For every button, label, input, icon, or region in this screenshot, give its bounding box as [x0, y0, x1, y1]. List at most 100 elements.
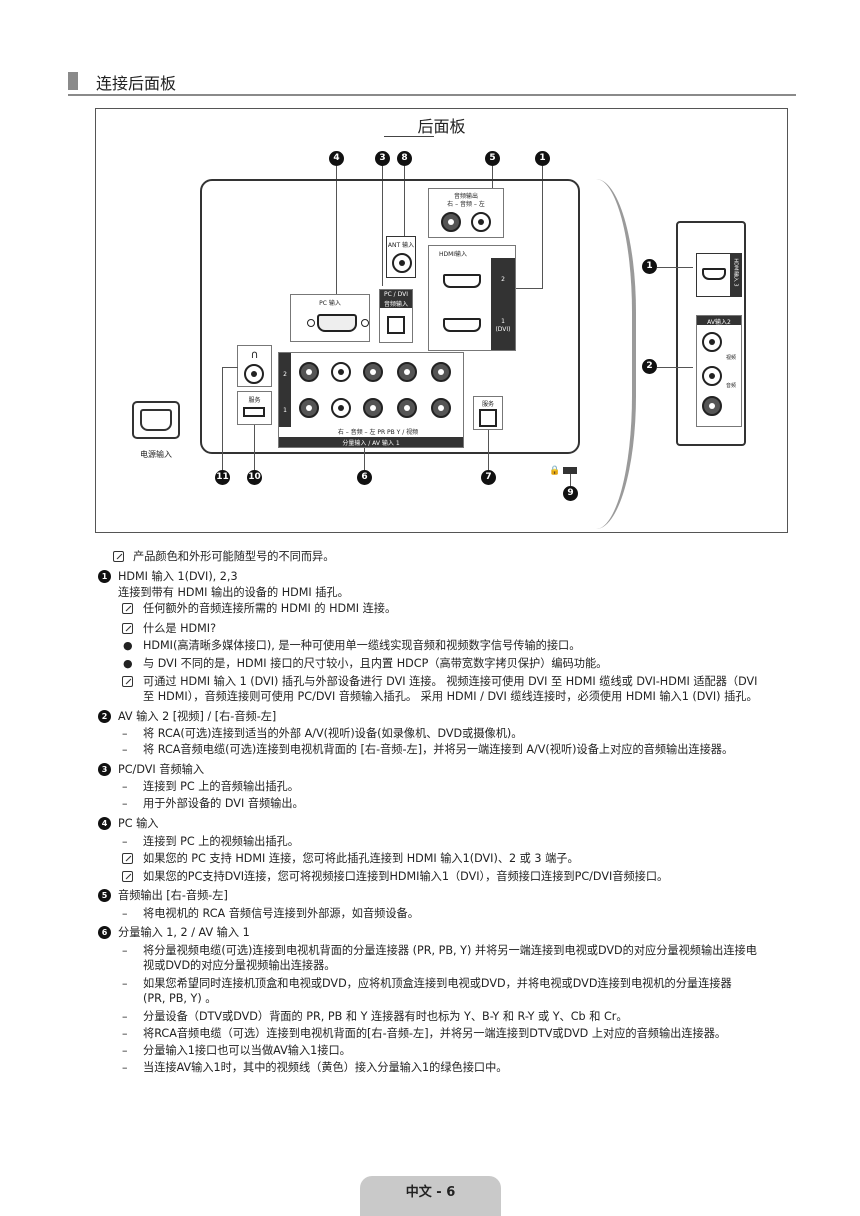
figure-title-underline: [384, 136, 434, 137]
s6-title: 分量输入 1, 2 / AV 输入 1: [118, 926, 250, 939]
s3-title: PC/DVI 音频输入: [118, 763, 205, 776]
comp1-y[interactable]: [431, 398, 451, 418]
lead-10: [254, 425, 255, 472]
ant-jack[interactable]: [392, 253, 412, 273]
callout-7: 7: [481, 470, 496, 485]
lead-6: [364, 448, 365, 472]
lead-11: [222, 367, 223, 472]
s1-title: HDMI 输入 1(DVI), 2,3: [118, 570, 238, 583]
section-header: 连接后面板: [68, 70, 796, 96]
comp2-y[interactable]: [431, 362, 451, 382]
s6-d1b: 视或DVD的对应分量视频输出连接器。: [143, 959, 336, 972]
ant-block: ANT 输入: [386, 236, 416, 278]
s6-d1a: 将分量视频电缆(可选)连接到电视机背面的分量连接器 (PR, PB, Y) 并将…: [143, 944, 757, 957]
hdmi-number-bar: [491, 258, 515, 350]
section-title: 连接后面板: [96, 74, 177, 93]
audio-out-block: 音频输出 右 – 音频 – 左: [428, 188, 504, 238]
headphone-jack[interactable]: [244, 364, 264, 384]
component-row-bar: [279, 353, 291, 427]
pc-dvi-audio-header: [380, 290, 412, 308]
comp2-pr[interactable]: [363, 362, 383, 382]
num-2: 2: [98, 710, 111, 723]
side-av-video[interactable]: [702, 332, 722, 352]
side-video-label: 视频: [725, 355, 736, 361]
s6-d3: 分量设备（DTV或DVD）背面的 PR, PB 和 Y 连接器有时也标为 Y、B…: [143, 1010, 628, 1023]
comp1-pb[interactable]: [397, 398, 417, 418]
callout-11: 11: [215, 470, 230, 485]
s1-note3a: 可通过 HDMI 输入 1 (DVI) 插孔与外部设备进行 DVI 连接。 视频…: [143, 675, 758, 688]
comp2-audio-l[interactable]: [331, 362, 351, 382]
callout-1: 1: [535, 151, 550, 166]
component-port-labels: 右 – 音频 – 左 PR PB Y / 视频: [337, 429, 419, 436]
pc-vga-port[interactable]: [317, 314, 357, 332]
s1-bullet1: HDMI(高清晰多媒体接口), 是一种可使用单一缆线实现音频和视频数字信号传输的…: [143, 639, 581, 652]
rear-panel-figure: 后面板 4 3 8 5 1 音频输出 右 – 音频 – 左 ANT 输入 HDM…: [95, 108, 788, 533]
comp2-pb[interactable]: [397, 362, 417, 382]
lead-2: [657, 367, 693, 368]
s1-bullet2: 与 DVI 不同的是，HDMI 接口的尺寸较小，且内置 HDCP（高带宽数字拷贝…: [143, 657, 608, 670]
dash: –: [122, 1027, 128, 1040]
component-row-2: 2: [283, 371, 287, 378]
side-hdmi-bar: [730, 253, 742, 297]
s6-d2a: 如果您希望同时连接机顶盒和电视或DVD，应将机顶盒连接到电视或DVD，并将电视或…: [143, 977, 732, 990]
service-left-label: 服务: [248, 397, 261, 404]
page-footer: 中文 - 6: [360, 1176, 501, 1216]
lead-5: [492, 166, 493, 188]
pc-dvi-audio-jack[interactable]: [387, 316, 405, 334]
callout-9: 9: [563, 486, 578, 501]
callout-10: 10: [247, 470, 262, 485]
s2-title: AV 输入 2 [视频] / [右-音频-左]: [118, 710, 277, 723]
pc-dvi-audio-label-2: 音频输入: [383, 301, 408, 308]
ant-label: ANT 输入: [387, 242, 415, 249]
service-right-label: 服务: [481, 401, 494, 408]
hdmi-2-port[interactable]: [443, 274, 481, 288]
s4-note1: 如果您的 PC 支持 HDMI 连接，您可将此插孔连接到 HDMI 输入1(DV…: [143, 852, 579, 865]
lock-icon: 🔒: [549, 466, 561, 476]
component-row-1: 1: [283, 407, 287, 414]
bullet: ●: [123, 639, 133, 652]
service-rj-port[interactable]: [479, 409, 497, 427]
num-3: 3: [98, 763, 111, 776]
s2-d1: 将 RCA(可选)连接到适当的外部 A/V(视听)设备(如录像机、DVD或摄像机…: [143, 727, 523, 740]
comp2-audio-r[interactable]: [299, 362, 319, 382]
hdmi-1-sub: (DVI): [495, 326, 511, 333]
callout-1-side: 1: [642, 259, 657, 274]
side-av-header: [697, 316, 741, 325]
comp1-audio-l[interactable]: [331, 398, 351, 418]
service-usb-port[interactable]: [243, 407, 265, 417]
power-socket-inner: [140, 409, 172, 431]
dash: –: [122, 977, 128, 990]
audio-out-r-jack[interactable]: [441, 212, 461, 232]
s2-d2: 将 RCA音频电缆(可选)连接到电视机背面的 [右-音频-左]，并将另一端连接到…: [143, 743, 734, 756]
side-hdmi-port[interactable]: [702, 268, 726, 280]
hdmi-2-label: 2: [501, 276, 505, 283]
comp1-audio-r[interactable]: [299, 398, 319, 418]
bullet: ●: [123, 657, 133, 670]
hdmi-1-label: 1: [501, 318, 505, 325]
pc-screw-right: [361, 319, 369, 327]
lead-1: [542, 166, 543, 288]
s6-d5: 分量输入1接口也可以当做AV输入1接口。: [143, 1044, 351, 1057]
pc-screw-left: [307, 319, 315, 327]
callout-3: 3: [375, 151, 390, 166]
dash: –: [122, 907, 128, 920]
dash: –: [122, 944, 128, 957]
lead-3: [382, 166, 383, 286]
audio-out-l-jack[interactable]: [471, 212, 491, 232]
side-av-audio-r[interactable]: [702, 396, 722, 416]
num-6: 6: [98, 926, 111, 939]
pc-dvi-audio-block: PC / DVI 音频输入: [379, 289, 413, 343]
component-block: 2 1 右 – 音频 – 左 PR PB Y / 视频 分量输入 / AV 输入…: [278, 352, 464, 448]
headphone-block: ∩: [237, 345, 272, 387]
side-av-audio-l[interactable]: [702, 366, 722, 386]
pc-in-label: PC 输入: [319, 300, 341, 307]
s3-d1: 连接到 PC 上的音频输出插孔。: [143, 780, 299, 793]
hdmi-1-port[interactable]: [443, 318, 481, 332]
power-socket[interactable]: [132, 401, 180, 439]
s6-d6: 当连接AV输入1时，其中的视频线（黄色）接入分量输入1的绿色接口中。: [143, 1061, 508, 1074]
lead-4: [336, 166, 337, 296]
comp1-pr[interactable]: [363, 398, 383, 418]
component-title-bar: [279, 437, 463, 447]
service-right-block: 服务: [473, 396, 503, 430]
tv-back-panel: [200, 179, 580, 454]
